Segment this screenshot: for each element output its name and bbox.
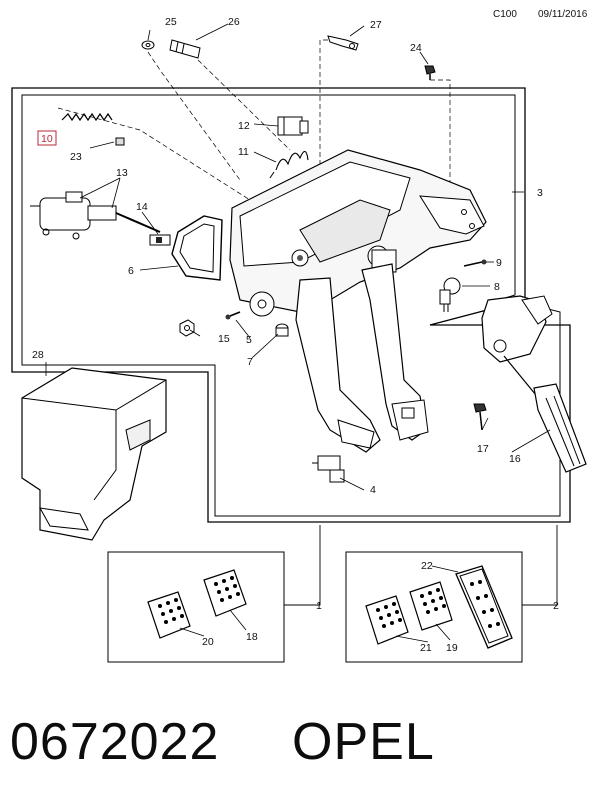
diagram-code: C100 (493, 9, 517, 20)
callout-13: 13 (116, 167, 128, 179)
nut-part-23 (115, 137, 125, 146)
leader-line (284, 525, 321, 606)
brand-name: OPEL (292, 713, 435, 771)
part-number: 0672022 (10, 713, 220, 771)
clip-part-27 (327, 35, 359, 51)
callout-27: 27 (370, 19, 382, 31)
spring-part-10 (61, 112, 113, 122)
callout-26: 26 (228, 16, 240, 28)
dashed-guide (197, 59, 291, 151)
leader-line (522, 525, 558, 606)
nut-part-15 (179, 319, 195, 337)
master-cylinder-part-13 (30, 191, 161, 240)
callout-14: 14 (136, 201, 148, 213)
callout-21: 21 (420, 642, 432, 654)
callout-24: 24 (410, 42, 422, 54)
callout-leaders (45, 23, 551, 643)
sensor-part-8 (439, 277, 461, 312)
switch-part-4 (312, 455, 345, 483)
clip-part-14 (149, 234, 171, 246)
cover-part-28 (21, 367, 167, 541)
callout-20: 20 (202, 636, 214, 648)
callout-1: 1 (316, 600, 322, 612)
pedal-bracket-part-3 (229, 149, 487, 317)
torsion-spring-part-11 (269, 150, 309, 179)
clutch-brake-pad-box (107, 551, 285, 663)
diagram-date: 09/11/2016 (538, 9, 588, 20)
callout-5: 5 (246, 334, 252, 346)
pedal-pad-19 (409, 581, 453, 631)
callout-10: 10 (41, 133, 53, 145)
callout-3: 3 (537, 187, 543, 199)
washer-part-25 (141, 40, 155, 50)
callout-11: 11 (238, 146, 249, 158)
callout-17: 17 (477, 443, 489, 455)
gasket-part-6 (171, 215, 223, 281)
callout-6: 6 (128, 265, 134, 277)
callout-25: 25 (165, 16, 177, 28)
callout-19: 19 (446, 642, 458, 654)
pedal-pad-18 (203, 569, 247, 617)
bolt-part-5 (225, 311, 241, 320)
switch-part-12 (277, 116, 309, 136)
callout-23: 23 (70, 151, 82, 163)
callout-4: 4 (370, 484, 376, 496)
callout-8: 8 (494, 281, 500, 293)
callout-7: 7 (247, 356, 253, 368)
bolt-part-17 (473, 403, 487, 431)
dashed-guide (319, 39, 328, 200)
dashed-guide (57, 107, 251, 201)
bolt-part-24 (424, 65, 436, 80)
clutch-pedal (295, 277, 381, 453)
accelerator-pad-box (345, 551, 523, 663)
pedal-pad-21 (365, 595, 409, 645)
callout-18: 18 (246, 631, 258, 643)
callout-22: 22 (421, 560, 433, 572)
callout-9: 9 (496, 257, 502, 269)
callout-12: 12 (238, 120, 250, 132)
dashed-guide (430, 79, 451, 190)
callout-10-highlight-box (37, 130, 57, 146)
pedal-pad-22 (455, 565, 513, 649)
dashed-guide (147, 51, 241, 181)
callout-28: 28 (32, 349, 44, 361)
callout-16: 16 (509, 453, 521, 465)
callout-2: 2 (553, 600, 559, 612)
screw-part-9 (463, 259, 487, 267)
bushing-part-26 (169, 39, 201, 59)
pedal-pad-20 (147, 591, 191, 639)
callout-15: 15 (218, 333, 230, 345)
brake-pedal (361, 263, 429, 441)
stopper-part-7 (275, 323, 289, 337)
accelerator-pedal-part-16 (481, 295, 587, 473)
